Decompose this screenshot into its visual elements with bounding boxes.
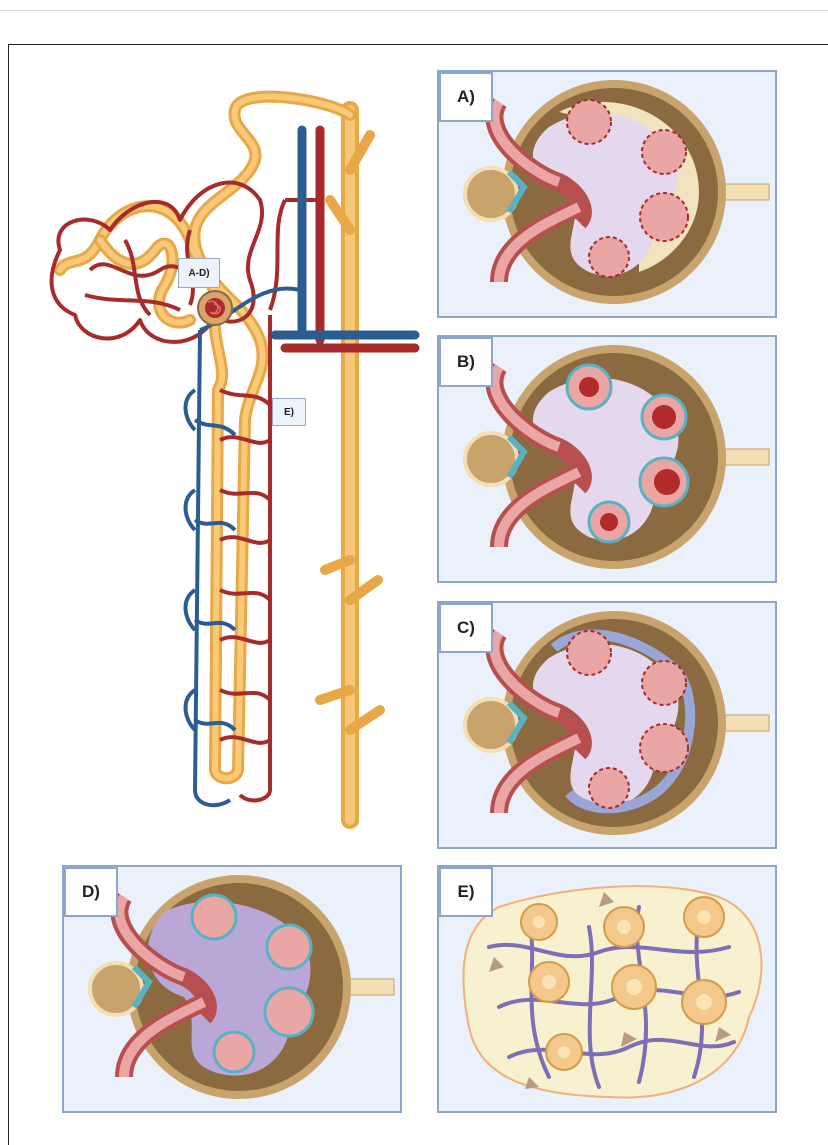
glomerulus-tag: A-D)	[178, 258, 220, 288]
panel-d-label: D)	[64, 867, 118, 917]
panel-c-label: C)	[439, 603, 493, 653]
nephron-illustration	[30, 90, 430, 830]
interstitium-tag: E)	[272, 398, 306, 426]
collecting-duct	[320, 110, 380, 820]
panel-a-label: A)	[439, 72, 493, 122]
panel-b-label: B)	[439, 337, 493, 387]
glomerulus	[198, 291, 232, 325]
panel-b: B)	[437, 335, 777, 583]
top-divider	[0, 10, 828, 11]
panel-e-label: E)	[439, 867, 493, 917]
panel-a: A)	[437, 70, 777, 318]
panel-d: D)	[62, 865, 402, 1113]
panel-e: E)	[437, 865, 777, 1113]
panel-c: C)	[437, 601, 777, 849]
